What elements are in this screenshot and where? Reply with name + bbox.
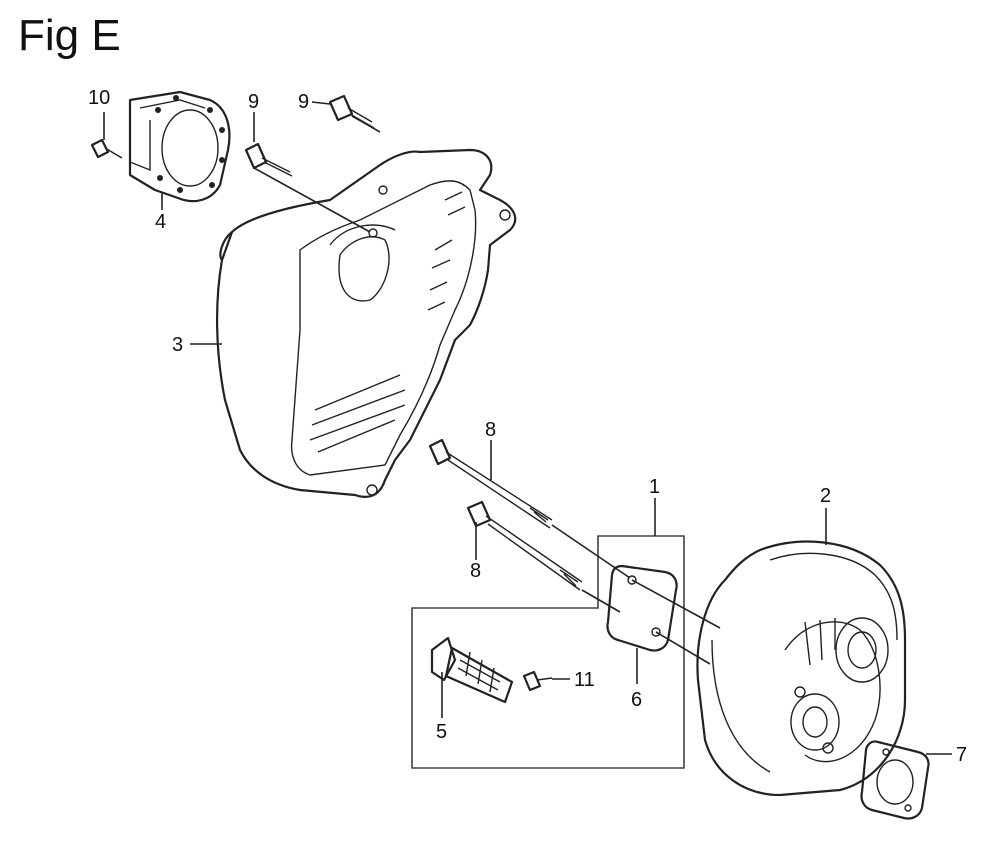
long-bolt-8b-part	[466, 500, 583, 591]
muffler-body-part	[696, 540, 907, 797]
callout-8b: 8	[470, 560, 481, 582]
figure-title: Fig E	[18, 11, 121, 60]
leader-lines	[103, 101, 952, 755]
callout-10: 10	[88, 87, 110, 109]
assembly-boundary-box	[411, 535, 685, 769]
callout-11: 11	[574, 669, 595, 691]
callout-7: 7	[956, 744, 967, 766]
screw-11-part	[522, 670, 553, 692]
callout-6: 6	[631, 689, 642, 711]
callout-4: 4	[155, 211, 166, 233]
callout-2: 2	[820, 485, 831, 507]
callout-8a: 8	[485, 419, 496, 441]
muffler-protector-part	[216, 148, 517, 498]
callout-5: 5	[436, 721, 447, 743]
exhaust-gasket-part	[860, 740, 930, 820]
spark-arrester-part	[430, 636, 514, 704]
flange-bolt-9b-part	[328, 94, 375, 129]
exhaust-deflector-part	[128, 90, 231, 203]
callout-3: 3	[172, 334, 183, 356]
flange-bolt-9a-part	[244, 142, 293, 177]
screw-10-part	[90, 138, 123, 159]
gasket-plate-part	[606, 564, 678, 652]
callout-9b: 9	[298, 91, 309, 113]
callout-1: 1	[649, 476, 660, 498]
long-bolt-8a-part	[428, 438, 553, 529]
callout-9a: 9	[248, 91, 259, 113]
